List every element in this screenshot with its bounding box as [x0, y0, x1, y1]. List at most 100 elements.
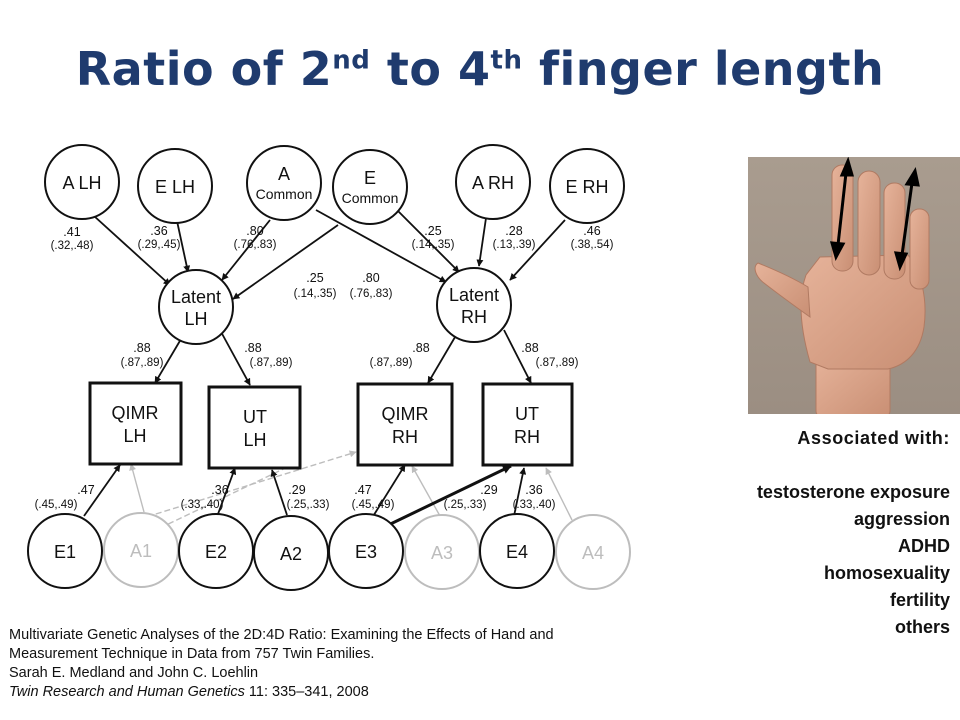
- path-e4: [513, 467, 527, 517]
- node-qimr-rh: [356, 382, 454, 467]
- ci-latent-lh-qimr: (.87,.89): [121, 357, 164, 369]
- label-qimr-lh-sub: LH: [123, 426, 146, 446]
- node-e-lh: [137, 148, 213, 224]
- coef-e-common-lh: .25: [306, 271, 323, 285]
- path-e3: [371, 464, 406, 519]
- title-superscript-2: th: [490, 45, 523, 76]
- citation-journal-ref: 11: 335–341, 2008: [244, 684, 369, 700]
- node-a-lh: [44, 144, 120, 220]
- citation-title-line-2: Measurement Technique in Data from 757 T…: [9, 646, 375, 662]
- citation-title-line-1: Multivariate Genetic Analyses of the 2D:…: [9, 627, 554, 643]
- label-latent-lh: Latent: [171, 287, 221, 307]
- coef-e-rh: .46: [583, 224, 600, 238]
- coef-e4: .36: [525, 483, 542, 497]
- citation-journal-name: Twin Research and Human Genetics: [9, 684, 245, 700]
- node-e-rh: [549, 148, 625, 224]
- label-e-common: E: [364, 168, 376, 188]
- path-latent-rh-qimr: [427, 331, 459, 384]
- ci-a3: (.25,.33): [444, 499, 487, 511]
- path-latent-rh-ut: [503, 329, 532, 384]
- path-diagram: A LH E LH A Common E Common A RH E RH La…: [27, 144, 631, 591]
- node-latent-rh: [436, 267, 512, 343]
- path-a-common-rh: [315, 209, 447, 283]
- ci-e2: (.33,.40): [181, 499, 224, 511]
- label-ut-lh-sub: LH: [243, 430, 266, 450]
- ci-e-lh: (.29,.45): [138, 239, 181, 251]
- associated-item: testosterone exposure: [756, 482, 950, 502]
- ci-e-common-rh: (.14,.35): [412, 239, 455, 251]
- label-latent-lh-sub: LH: [184, 309, 207, 329]
- page-title: Ratio of 2nd to 4th finger length: [0, 42, 960, 96]
- label-e4: E4: [506, 542, 528, 562]
- coef-latent-rh-ut: .88: [521, 341, 538, 355]
- label-qimr-lh: QIMR: [112, 403, 159, 423]
- ci-e3: (.45,.49): [352, 499, 395, 511]
- node-e-common: [332, 149, 408, 225]
- coef-latent-lh-ut: .88: [244, 341, 261, 355]
- path-e-lh: [176, 220, 191, 273]
- path-a2: [270, 469, 288, 516]
- coef-a2: .29: [288, 483, 305, 497]
- label-e3: E3: [355, 542, 377, 562]
- label-a2: A2: [280, 544, 302, 564]
- citation-authors: Sarah E. Medland and John C. Loehlin: [9, 665, 259, 681]
- path-latent-lh-qimr: [154, 333, 185, 384]
- path-e1: [83, 464, 121, 517]
- ci-a-rh: (.13,.39): [493, 239, 536, 251]
- label-e-common-sub: Common: [342, 190, 399, 206]
- coef-a-common-lh: .80: [246, 224, 263, 238]
- associated-item: ADHD: [898, 536, 950, 556]
- label-latent-rh: Latent: [449, 285, 499, 305]
- path-latent-lh-ut: [219, 329, 251, 386]
- title-superscript-1: nd: [332, 45, 371, 76]
- ci-a-common-lh: (.76,.83): [234, 239, 277, 251]
- label-e2: E2: [205, 542, 227, 562]
- coef-e-lh: .36: [150, 224, 167, 238]
- path-e2: [217, 467, 237, 515]
- coef-a-rh: .28: [505, 224, 522, 238]
- ci-e-common-lh: (.14,.35): [294, 288, 337, 300]
- node-a3: [404, 514, 480, 590]
- ci-a-common-rh: (.76,.83): [350, 288, 393, 300]
- node-qimr-lh: [88, 381, 183, 466]
- node-latent-lh: [158, 269, 234, 345]
- label-ut-rh: UT: [515, 404, 539, 424]
- label-a-common: A: [278, 164, 290, 184]
- ci-latent-lh-ut: (.87,.89): [250, 357, 293, 369]
- associated-item: aggression: [853, 509, 950, 529]
- associated-item: others: [894, 617, 950, 637]
- node-e4: [479, 513, 555, 589]
- label-a1: A1: [130, 541, 152, 561]
- label-qimr-rh-sub: RH: [392, 427, 418, 447]
- path-a-common-lh: [221, 219, 271, 281]
- title-part-3: finger length: [522, 42, 885, 96]
- coef-latent-rh-qimr: .88: [412, 341, 429, 355]
- label-a4: A4: [582, 543, 604, 563]
- ci-latent-rh-ut: (.87,.89): [536, 357, 579, 369]
- node-a2: [253, 515, 329, 591]
- ci-a2: (.25,.33): [287, 499, 330, 511]
- node-a4: [555, 514, 631, 590]
- path-a-rh: [476, 217, 487, 267]
- node-a-common: [246, 145, 322, 221]
- label-a-rh: A RH: [472, 173, 514, 193]
- citation: Multivariate Genetic Analyses of the 2D:…: [9, 626, 554, 702]
- label-e-lh: E LH: [155, 177, 195, 197]
- citation-journal: Twin Research and Human Genetics 11: 335…: [9, 683, 554, 702]
- coef-e2: .36: [211, 483, 228, 497]
- ci-e1: (.45,.49): [35, 499, 78, 511]
- coef-a-lh: .41: [63, 225, 80, 239]
- node-ut-rh: [481, 382, 574, 467]
- title-part-1: Ratio of 2: [75, 42, 333, 96]
- label-ut-lh: UT: [243, 407, 267, 427]
- node-ut-lh: [207, 385, 302, 470]
- label-ut-rh-sub: RH: [514, 427, 540, 447]
- node-a1: [103, 512, 179, 588]
- ci-e4: (.33,.40): [513, 499, 556, 511]
- label-qimr-rh: QIMR: [382, 404, 429, 424]
- path-a-lh: [93, 215, 171, 286]
- path-e-common-rh: [394, 207, 460, 273]
- label-a-lh: A LH: [62, 173, 101, 193]
- associated-item: fertility: [889, 590, 950, 610]
- coef-a-common-rh: .80: [362, 271, 379, 285]
